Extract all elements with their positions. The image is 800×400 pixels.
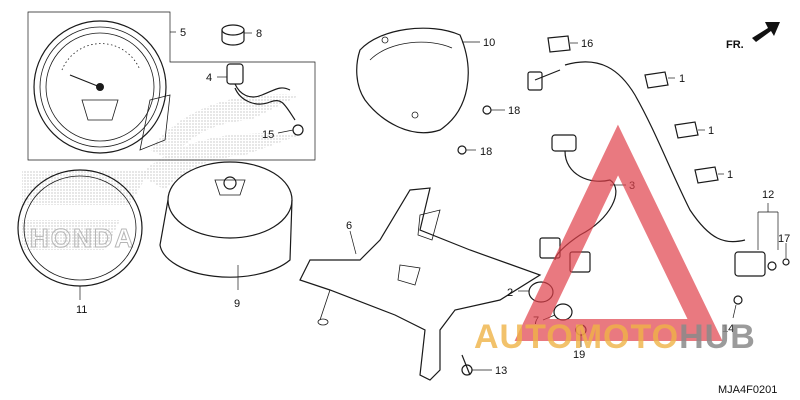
clip-1a <box>644 71 669 89</box>
watermark: AUTOMOTOHUB <box>474 124 756 356</box>
clamp-16 <box>547 35 571 53</box>
callout-1c: 1 <box>727 169 733 181</box>
callout-11: 11 <box>76 304 87 316</box>
front-arrow <box>752 22 780 42</box>
callout-4: 4 <box>206 72 212 84</box>
callout-1b: 1 <box>708 125 714 137</box>
callout-9: 9 <box>234 298 240 310</box>
cover-10 <box>356 27 469 134</box>
group-bracket-5 <box>27 11 316 161</box>
grommet-8 <box>221 24 245 46</box>
clip-1b <box>674 121 699 139</box>
speedometer <box>33 20 171 154</box>
callout-18b: 18 <box>480 146 492 158</box>
callout-12: 12 <box>762 189 774 201</box>
callouts: 5 8 4 15 10 18 18 16 1 1 1 3 12 17 14 6 <box>76 27 790 377</box>
callout-19: 19 <box>573 349 585 361</box>
callout-16: 16 <box>581 38 593 50</box>
sensor-12 <box>734 251 777 277</box>
callout-18a: 18 <box>508 105 520 117</box>
stay-bracket-6 <box>299 187 542 381</box>
callout-5: 5 <box>180 27 186 39</box>
callout-10: 10 <box>483 37 495 49</box>
front-direction-label: FR. <box>726 39 744 51</box>
callout-6: 6 <box>346 220 352 232</box>
meter-case-9 <box>159 161 293 278</box>
watermark-hub: HUB <box>679 318 756 356</box>
honda-wing-logo: HONDA <box>22 94 300 254</box>
callout-15: 15 <box>262 129 274 141</box>
callout-13: 13 <box>495 365 507 377</box>
watermark-moto: MOTO <box>574 318 679 356</box>
callout-8: 8 <box>256 28 262 40</box>
callout-14: 14 <box>722 323 734 335</box>
callout-17: 17 <box>778 233 790 245</box>
honda-logo-text: HONDA <box>30 223 135 253</box>
clip-1c <box>694 166 719 184</box>
diagram-code: MJA4F0201 <box>718 384 777 396</box>
callout-2: 2 <box>507 287 513 299</box>
watermark-text: AUTOMOTOHUB <box>474 318 756 356</box>
watermark-auto: AUTO <box>474 318 574 356</box>
callout-1a: 1 <box>679 73 685 85</box>
speedometer-cable <box>527 61 746 243</box>
